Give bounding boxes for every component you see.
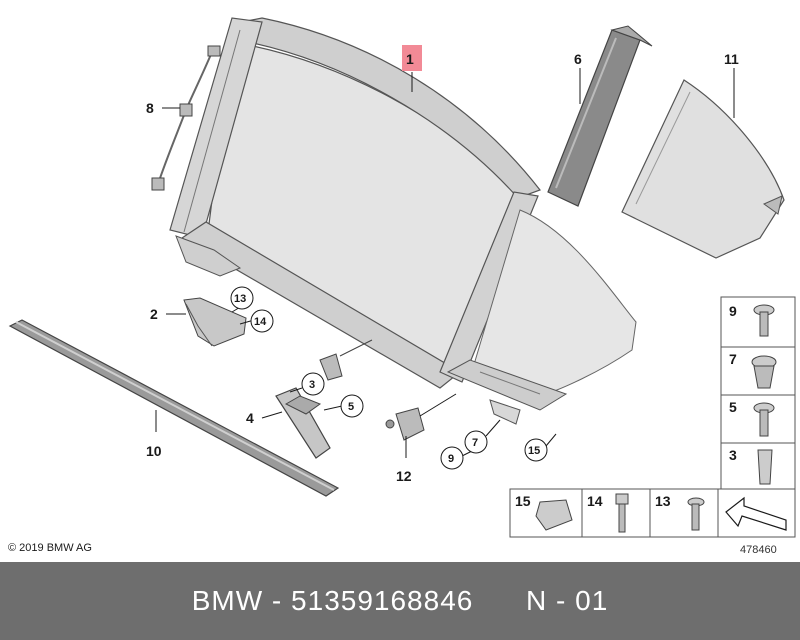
legend-bottom [509, 488, 796, 538]
fitting-part-12 [385, 407, 425, 441]
footer-bar: BMW - 51359168846 N - 01 [0, 562, 800, 640]
callout-2: 2 [150, 306, 158, 322]
seal-strip-part-6 [547, 25, 653, 207]
legend-right-3: 3 [729, 447, 737, 463]
rivet-icon [757, 449, 773, 485]
gap [473, 585, 526, 616]
legend-right-5: 5 [729, 399, 737, 415]
document-number: 478460 [740, 544, 777, 556]
legend-right [720, 296, 796, 490]
callout-10: 10 [146, 443, 162, 459]
callout-4: 4 [246, 410, 254, 426]
bolt-icon [615, 493, 629, 533]
circled-7: 7 [472, 437, 478, 449]
part-number-line: BMW - 51359168846 N - 01 [192, 585, 609, 617]
variant-code: N - 01 [526, 585, 609, 616]
bracket-part-2 [183, 297, 247, 347]
callout-1: 1 [406, 51, 414, 67]
seal-rod-part-10 [8, 319, 340, 497]
separator: - [263, 585, 292, 616]
clip-part [319, 339, 373, 381]
motor-part-4 [275, 387, 331, 459]
side-blind-part-11 [621, 79, 785, 259]
circled-callouts [230, 286, 548, 470]
screw-icon [753, 402, 775, 437]
legend-bottom-15: 15 [515, 493, 531, 509]
legend-right-7: 7 [729, 351, 737, 367]
legend-bottom-14: 14 [587, 493, 603, 509]
callout-8: 8 [146, 100, 154, 116]
part-number: 51359168846 [291, 585, 474, 616]
clip-nut-icon [751, 355, 777, 389]
callout-12: 12 [396, 468, 412, 484]
sunblind-assembly [169, 17, 637, 425]
circled-15: 15 [528, 445, 540, 457]
callout-1-highlight [402, 45, 422, 71]
legend-right-9: 9 [729, 303, 737, 319]
circled-9: 9 [448, 453, 454, 465]
circled-3: 3 [309, 379, 315, 391]
brand-label: BMW [191, 585, 264, 616]
cable-part-8 [151, 45, 221, 191]
spring-clip-icon [535, 499, 573, 531]
parts-diagram: 1 6 11 8 2 4 10 12 13 14 3 5 9 7 15 [8, 17, 796, 538]
screw-icon [753, 304, 775, 337]
callout-11: 11 [724, 51, 739, 67]
screw-icon [687, 497, 705, 531]
circled-14: 14 [254, 316, 267, 328]
callout-6: 6 [574, 51, 582, 67]
circled-13: 13 [234, 293, 246, 305]
circled-5: 5 [348, 401, 354, 413]
legend-bottom-13: 13 [655, 493, 671, 509]
copyright-text: © 2019 BMW AG [8, 542, 92, 554]
direction-arrow-icon [725, 496, 787, 531]
